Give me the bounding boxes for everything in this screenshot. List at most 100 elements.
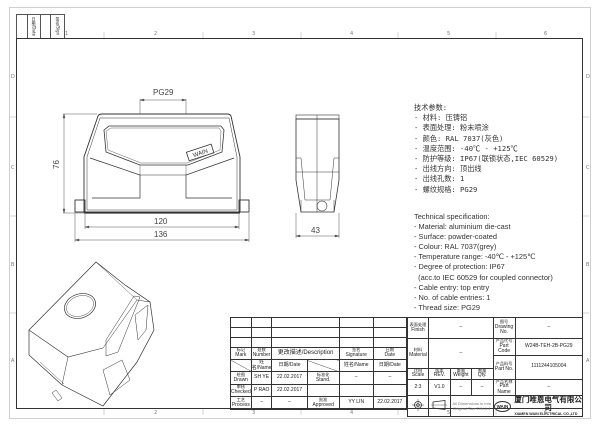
front-logo: WAIN [192,149,209,159]
qty-value: – [470,378,494,397]
spec-en-item: - No. of cable entries: 1 [414,292,491,302]
spec-cn-item: - 温度范围: -40℃ - +125℃ [414,143,518,153]
company-cell: WAIN 厦门唯恩电气有限公司 XIAMEN WAIN ELECTRICAL C… [492,395,584,418]
rev-date-label: 日期/Date [28,15,41,38]
process-name: – [250,396,273,410]
part-name-value: – [514,378,584,397]
empty-cell [306,384,340,397]
zone-row-d-right: D [586,74,590,80]
rev-cell-blank-2 [41,15,51,38]
spec-cn-item: - 表面处理: 粉末喷涂 [414,123,489,133]
spec-cn-item: - 防护等级: IP67(联锁状态,IEC 60529) [414,154,559,164]
spec-cn-item: - 出线方向: 顶出线 [414,164,482,174]
spec-cn-item: - 材料: 压铸铝 [414,113,468,123]
side-view [295,114,340,213]
description-header: 更改描述/Description [271,347,340,360]
rev-row-cell [338,337,374,348]
zone-row-c-right: C [586,165,590,171]
diagonal-cell [306,359,340,372]
spec-cn-item: - 出线孔数: 1 [414,174,465,184]
finish-value: – [427,317,494,339]
sheet-outer-border [9,7,591,419]
zone-col-6: 6 [544,31,548,37]
zone-row-a: A [11,358,15,364]
rev-row-cell [250,317,273,328]
approved-name: YY LIN [338,396,374,410]
drawn-name: SH YE [250,371,273,385]
spec-cn-item: - 颜色: RAL 7037(灰色) [414,133,504,143]
dim-depth-label: 43 [311,226,320,235]
dim-inner-width-label: 120 [154,217,168,226]
rev-row-cell [271,327,340,338]
rev-row-cell [250,337,273,348]
zone-col-3-bottom: 3 [252,410,256,416]
zone-row-b: B [11,262,15,268]
rev-row-cell [338,327,374,338]
front-view [74,113,250,214]
stand-name: – [338,371,374,385]
checked-date: 22.02.2017 [271,384,308,397]
dim-thread-label: PG29 [153,88,174,97]
date-col-header: 日期/Date [271,359,308,372]
checked-name: P RAO [250,384,273,397]
rev-row-cell [372,327,408,338]
approved-date: 22.02.2017 [372,396,408,410]
part-no-value: 1111244105004 [514,354,584,380]
drawing-no-value: – [514,317,584,339]
isometric-view [28,261,155,407]
company-logo-icon: WAIN [494,400,512,413]
spec-cn-title: 技术参数: [414,103,448,112]
company-name-cn: 厦门唯恩电气有限公司 [514,395,582,413]
rev-row-cell [250,327,273,338]
zone-row-d: D [11,74,15,80]
rev-row-cell [271,337,340,348]
diagonal-cell [230,359,252,372]
rev-cell-blank [17,15,28,38]
zone-col-2: 2 [154,31,158,37]
projection-cone-icon [427,395,451,418]
rev-row-cell [372,317,408,328]
zone-col-2-bottom: 2 [154,410,158,416]
company-name-en: XIAMEN WAIN ELECTRICAL CO.,LTD [514,412,578,417]
rev-row-cell [230,317,252,328]
scale-value: 2:3 [407,378,429,397]
spec-en-title: Technical specification: [414,212,490,221]
material-value: – [427,338,494,369]
zone-col-4: 4 [350,31,354,37]
spec-en-item: - Cable entry: top entry [414,282,490,292]
rev-row-cell [271,317,340,328]
spec-en-item: - Thread size: PG29 [414,302,480,312]
zone-row-a-right: A [586,358,590,364]
rev-row-cell [230,327,252,338]
weight-value: – [449,378,472,397]
stand-date: – [372,371,408,385]
spec-en-block: Technical specification: - Material: alu… [414,212,553,313]
dim-height-label: 76 [51,160,61,169]
part-code-value: W24B-TEH-2B-PG29 [514,338,584,356]
spec-en-item: - Degree of protection: IP67 [414,262,505,272]
spec-en-item: (acc.to IEC 60529 for coupled connector) [414,272,553,282]
spec-cn-item: - 螺纹规格: PG29 [414,184,478,194]
spec-en-item: - Surface: powder-coated [414,232,497,242]
spec-en-item: - Temperature range: -40℃ - +125℃ [414,252,536,262]
zone-row-c: C [11,165,15,171]
rev-sign-label: 签名/Sign [55,17,61,36]
zone-col-1: 1 [65,31,69,37]
